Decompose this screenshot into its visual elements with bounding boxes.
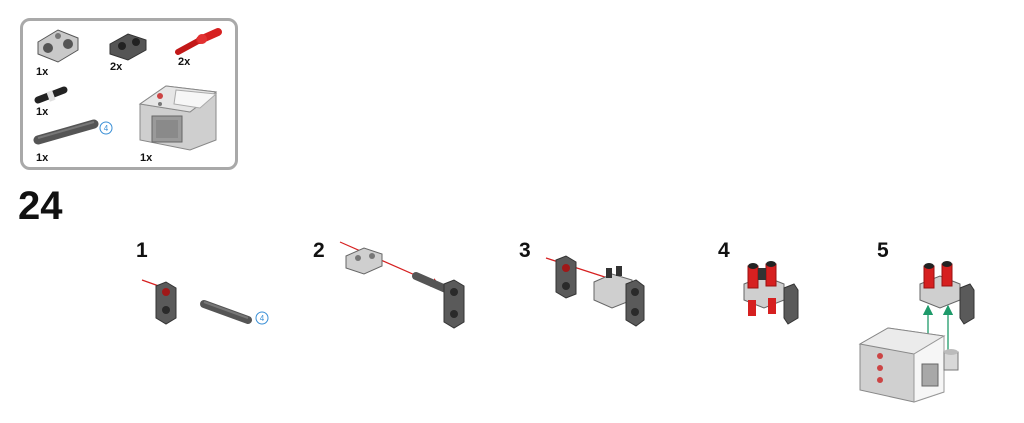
length-callout-icon	[99, 121, 113, 135]
axle-4-icon	[33, 119, 99, 145]
black-bush-pin-icon	[34, 86, 68, 104]
red-pin-with-axle-icon	[175, 28, 222, 55]
substep-3-art	[545, 255, 645, 327]
substep-label-2: 2	[313, 239, 325, 262]
touch-sensor-icon	[138, 85, 218, 151]
qty-bush-pin: 1x	[36, 106, 49, 118]
beam-connector-icon	[37, 29, 79, 63]
qty-touch-sensor: 1x	[140, 152, 153, 164]
qty-beam-connector: 1x	[36, 66, 49, 78]
axle-length-callout-step1: 4	[260, 314, 265, 323]
substep-2-art	[339, 241, 465, 329]
substep-label-4: 4	[718, 239, 730, 262]
main-step-number: 24	[18, 184, 63, 228]
qty-cross-block: 2x	[110, 61, 123, 73]
axle-length-callout: 4	[104, 124, 109, 133]
parts-list-panel	[20, 18, 238, 170]
substep-4-art	[743, 261, 799, 325]
substep-label-1: 1	[136, 239, 148, 262]
substep-1-art	[141, 279, 269, 325]
dark-cross-block-icon	[109, 33, 147, 61]
qty-axle: 1x	[36, 152, 49, 164]
substep-label-3: 3	[519, 239, 531, 262]
qty-red-pin: 2x	[178, 56, 191, 68]
substep-label-5: 5	[877, 239, 889, 262]
substep-5-art	[858, 261, 975, 403]
